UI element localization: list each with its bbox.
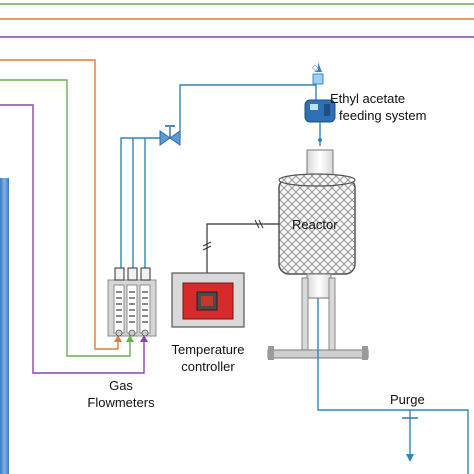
- temperature-controller: [171, 272, 245, 328]
- ethyl-acetate-label-2: feeding system: [339, 108, 427, 123]
- green-arrow: [126, 335, 134, 342]
- temperature-label-2: controller: [181, 359, 235, 374]
- thermo-wire: [206, 223, 279, 275]
- reactor-label: Reactor: [292, 217, 338, 232]
- green-gas-line: [0, 79, 131, 357]
- purple-gas-line: [0, 104, 145, 374]
- flowmeters-label: Flowmeters: [87, 395, 155, 410]
- purge-tee-icon: [402, 410, 418, 462]
- gas-cylinder: [0, 178, 9, 474]
- purple-arrow: [140, 335, 148, 342]
- temperature-label-1: Temperature: [171, 342, 245, 357]
- feed-line-to-pump: [179, 84, 317, 138]
- wire-break-marks: [202, 219, 264, 251]
- ethyl-acetate-label-1: Ethyl acetate: [330, 91, 406, 106]
- orange-arrow: [114, 335, 122, 342]
- gas-flowmeters: [107, 267, 157, 337]
- purge-label: Purge: [390, 392, 425, 407]
- gas-label: Gas: [109, 378, 133, 393]
- pump-inlet-icon: ◇: [312, 63, 319, 72]
- ethyl-acetate-pump: [304, 62, 336, 146]
- flowmeter-line-1: [120, 137, 163, 268]
- reactor-outlet-line: [317, 298, 469, 474]
- orange-gas-line: [0, 59, 119, 350]
- gas-valve-icon: [159, 125, 181, 146]
